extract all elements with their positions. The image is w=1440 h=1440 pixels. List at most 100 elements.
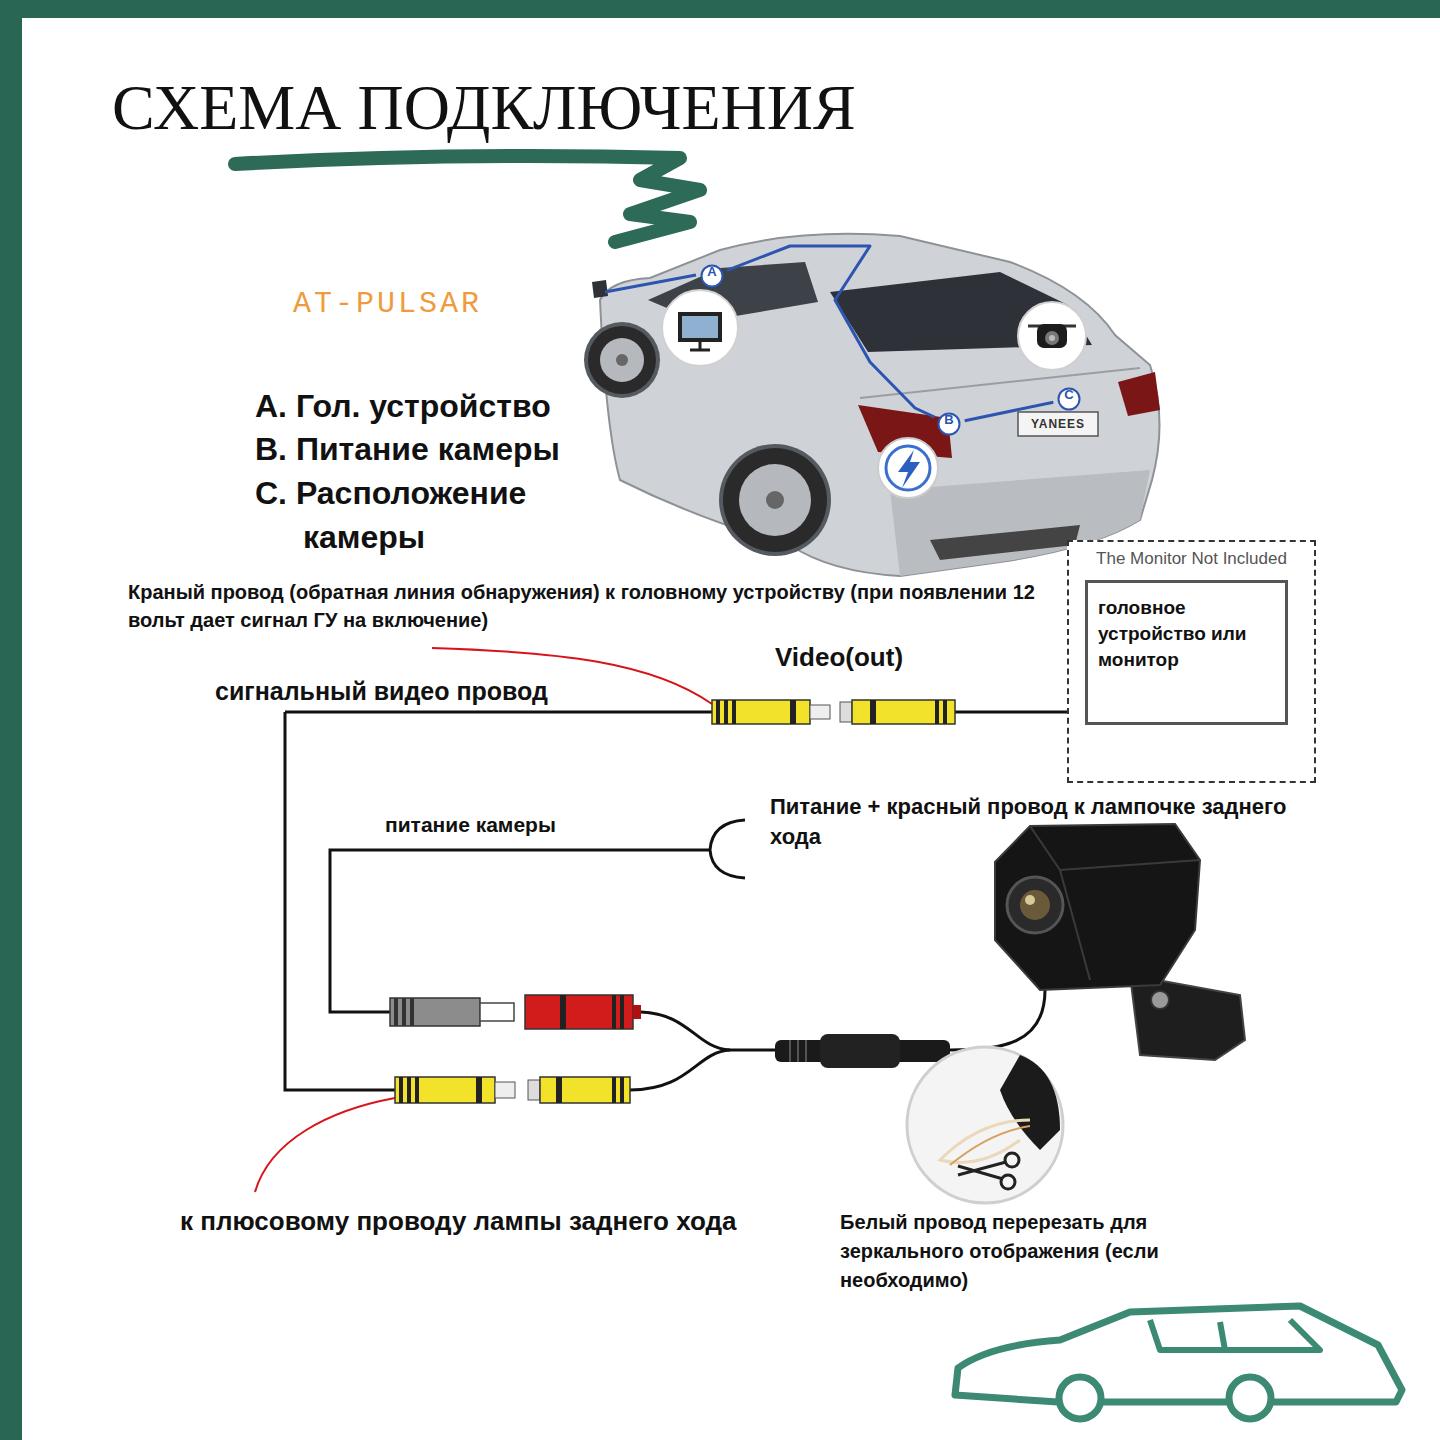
- car-illustration: [1118, 372, 1160, 416]
- rca-connector: [395, 1077, 630, 1103]
- car-illustration: [616, 354, 628, 366]
- power-bubble: [898, 450, 920, 488]
- power-bubble: [878, 438, 938, 498]
- zoom-inset: [1001, 1175, 1015, 1189]
- callout-circle: A: [696, 260, 728, 292]
- watermark: AT-PULSAR: [293, 286, 482, 322]
- camera: [1130, 975, 1245, 1060]
- wire-note: Питание + красный провод к лампочке задн…: [770, 792, 1290, 852]
- power-connector: [394, 998, 398, 1026]
- car-doodle: [1229, 1377, 1271, 1419]
- wiring: [955, 711, 1083, 714]
- car-illustration: [723, 448, 827, 552]
- signal-name: Video(out): [775, 641, 903, 673]
- rca-connector: [399, 1077, 403, 1103]
- wiring: [950, 990, 1045, 1050]
- rca-connector: [620, 1077, 624, 1103]
- rca-connector: [528, 1080, 540, 1100]
- diagram-title: СХЕМА ПОДКЛЮЧЕНИЯ: [112, 68, 856, 148]
- page-frame: [0, 0, 1440, 18]
- zoom-inset: [907, 1047, 1063, 1203]
- monitor-bubble: [690, 342, 710, 350]
- car-illustration: [766, 491, 784, 509]
- camera: [1025, 895, 1035, 905]
- car-doodle: [955, 1306, 1402, 1419]
- brush-underline: [235, 156, 700, 242]
- rca-connector: [852, 700, 955, 724]
- car-illustration: [584, 234, 1160, 576]
- rca-connector: [407, 1077, 411, 1103]
- camera-bubble: [1045, 331, 1059, 345]
- brush-underline: [235, 156, 700, 242]
- car-illustration: [600, 234, 1160, 576]
- legend-item: A. Гол. устройство: [255, 384, 551, 428]
- cable-joint: [790, 1040, 806, 1062]
- zoom-inset: [1005, 1153, 1019, 1167]
- callout-circle: C: [1053, 383, 1085, 415]
- cable-joint: [775, 1034, 950, 1068]
- car-illustration: [930, 525, 1080, 560]
- rca-connector: [395, 1077, 495, 1103]
- camera-bubble: [1018, 302, 1086, 370]
- rca-connector: [943, 700, 947, 724]
- legend-item: B. Питание камеры: [255, 427, 560, 471]
- rca-connector: [476, 1077, 482, 1103]
- callout-circle: B: [933, 408, 965, 440]
- power-bubble: [878, 438, 938, 498]
- power-connector: [410, 998, 414, 1026]
- callout-letter: C: [1053, 383, 1085, 407]
- car-doodle: [1059, 1377, 1101, 1419]
- power-connector: [525, 995, 633, 1029]
- car-illustration: [739, 464, 811, 536]
- power-connector: [560, 995, 566, 1029]
- car-illustration: [592, 280, 608, 298]
- wire-note: к плюсовому проводу лампы заднего хода: [180, 1203, 780, 1239]
- monitor-bubble: [678, 312, 722, 342]
- power-connector: [633, 1005, 641, 1019]
- screen-text: головное устройство или монитор: [1098, 595, 1275, 673]
- rca-connector: [495, 1082, 515, 1098]
- camera-bubble: [1049, 335, 1055, 341]
- car-illustration: [605, 275, 696, 292]
- rca-connector: [712, 700, 810, 724]
- rca-connector: [840, 702, 852, 722]
- camera: [995, 824, 1245, 1060]
- car-illustration: [719, 444, 831, 556]
- power-connector: [620, 995, 624, 1029]
- wiring: [710, 820, 745, 878]
- callout-letter: B: [933, 408, 965, 432]
- rca-connector: [870, 700, 876, 724]
- car-doodle: [1150, 1320, 1320, 1350]
- wiring: [285, 711, 712, 714]
- camera-bubble: [1037, 324, 1067, 348]
- rca-connector: [612, 1077, 616, 1103]
- power-connector: [402, 998, 406, 1026]
- rca-connector: [556, 1077, 562, 1103]
- rca-connector: [540, 1077, 630, 1103]
- rca-connector: [790, 700, 796, 724]
- power-connector: [390, 995, 641, 1029]
- monitor-frame: The Monitor Not Included головное устройс…: [1067, 540, 1316, 783]
- zoom-inset: [1000, 1055, 1060, 1150]
- car-doodle: [955, 1306, 1402, 1402]
- zoom-inset: [958, 1162, 1006, 1179]
- car-illustration: [1018, 412, 1098, 436]
- cable-route: [727, 246, 935, 417]
- callout-letter: A: [696, 260, 728, 284]
- camera: [1007, 877, 1063, 933]
- monitor-bubble: [662, 290, 738, 366]
- frame-caption: The Monitor Not Included: [1069, 542, 1314, 570]
- power-connector: [480, 1003, 514, 1021]
- rca-connector: [724, 700, 728, 724]
- wire-name: питание камеры: [385, 812, 556, 838]
- power-bubble: [886, 446, 930, 490]
- wiring: [630, 1050, 730, 1090]
- wire-note: Белый провод перерезать для зеркального …: [840, 1208, 1215, 1295]
- rca-connector: [935, 700, 939, 724]
- car-illustration: [600, 338, 644, 382]
- wiring: [641, 1012, 775, 1050]
- power-connector: [612, 995, 616, 1029]
- camera: [1020, 890, 1050, 920]
